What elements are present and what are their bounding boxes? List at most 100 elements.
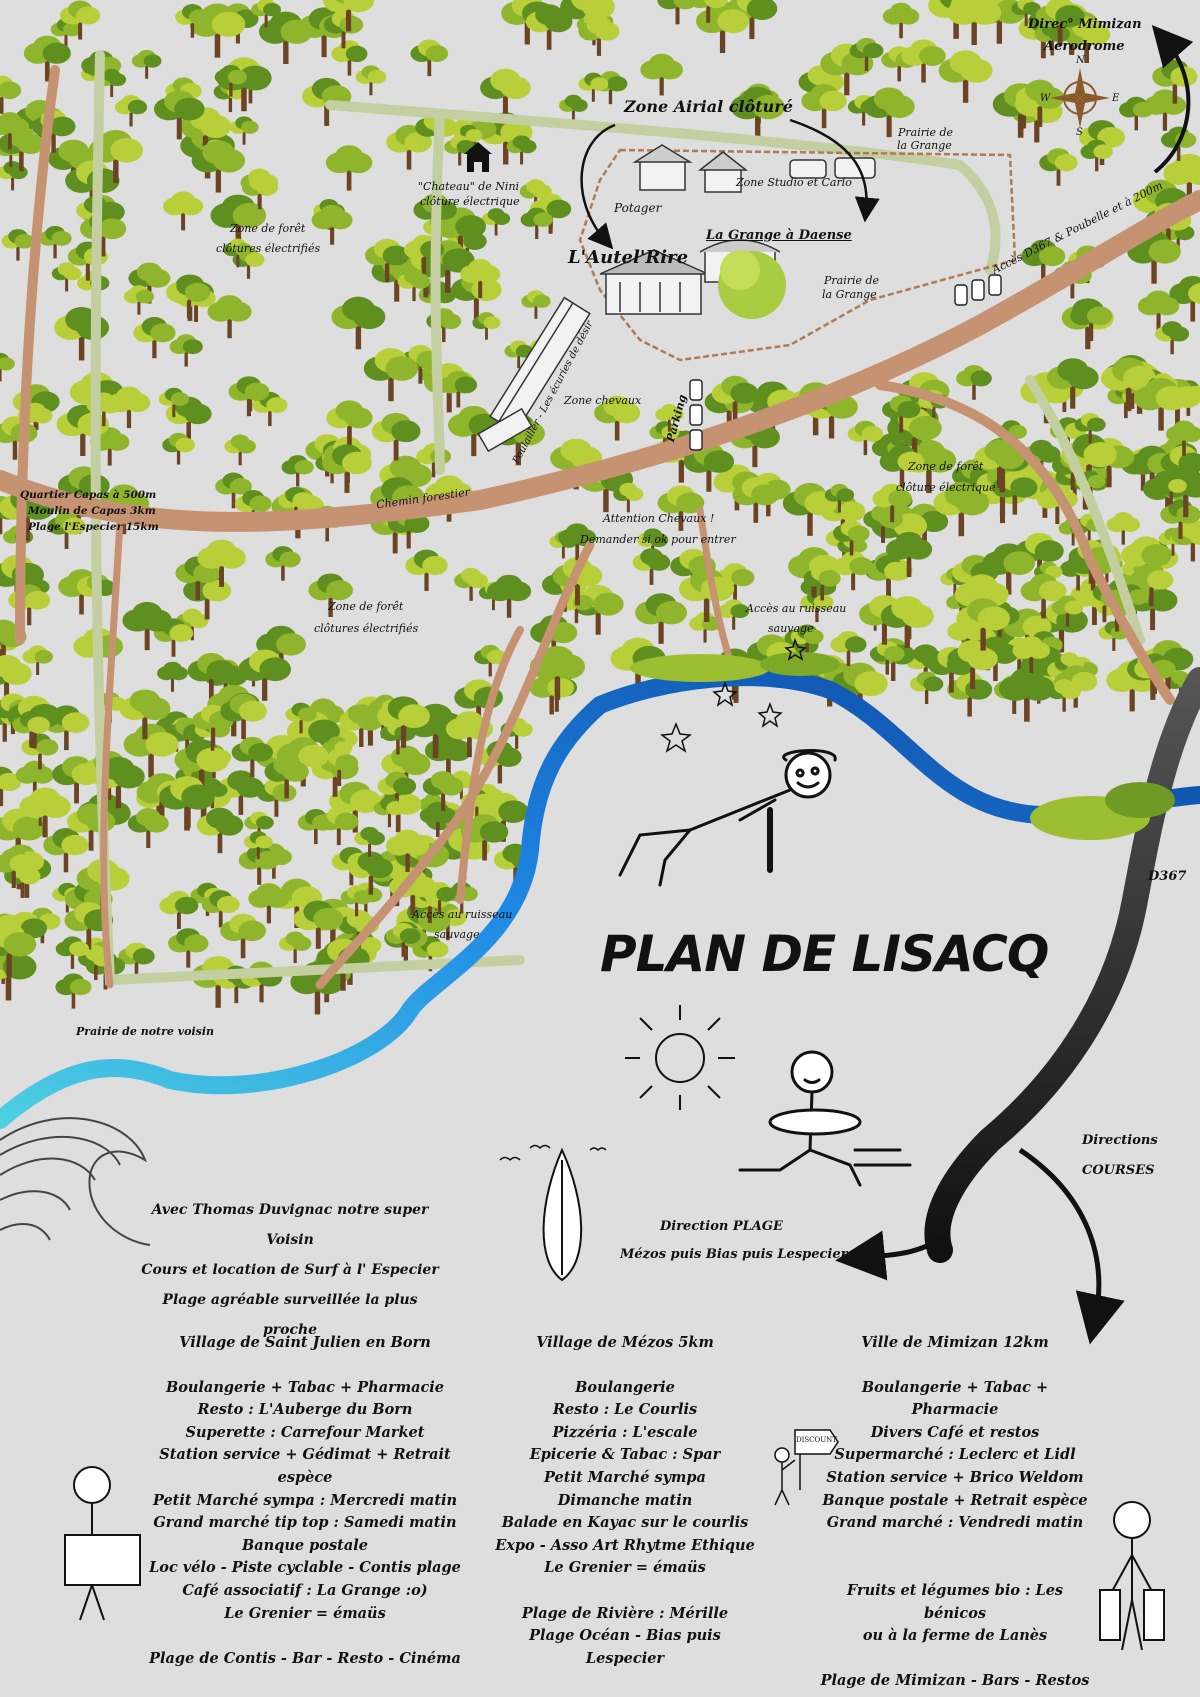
village-line: Expo - Asso Art Rhytme Ethique — [495, 1536, 755, 1554]
village-line: Banque postale — [242, 1536, 368, 1554]
village-line: Petit Marché sympa — [544, 1468, 706, 1486]
tree-icon — [460, 259, 501, 299]
tree-icon — [901, 39, 946, 83]
label-acces-ruisseau-2-a: Accès au ruisseau — [412, 908, 513, 921]
tree-icon — [1039, 148, 1078, 186]
village-column-saint-julien: Village de Saint Julien en Born Boulange… — [140, 1332, 470, 1670]
label-direction-plage-sub: Mézos puis Bias puis Lespecier — [620, 1247, 848, 1262]
shopping-woman-icon — [64, 1466, 141, 1621]
tree-icon — [131, 49, 162, 79]
tree-icon — [201, 890, 240, 928]
village-line: ou à la ferme de Lanès — [862, 1627, 1048, 1645]
tree-icon — [189, 3, 246, 58]
tree-icon — [123, 723, 179, 778]
tree-icon — [1020, 573, 1067, 619]
tree-icon — [192, 704, 234, 746]
tree-icon — [1035, 0, 1085, 46]
tree-icon — [422, 771, 464, 811]
tree-icon — [348, 851, 393, 895]
tree-icon — [487, 574, 532, 618]
birds-icon — [499, 1144, 607, 1162]
label-prairie-grange-mid-2: la Grange — [822, 288, 877, 301]
tree-icon — [782, 482, 838, 536]
tree-icon — [594, 395, 641, 441]
label-acces-ruisseau-1-b: sauvage — [768, 622, 814, 635]
label-prairie-grange-mid-1: Prairie de — [824, 274, 880, 287]
grange-tree-icon — [718, 250, 786, 319]
river-bushes — [630, 652, 1175, 840]
village-line: Grand marché : Vendredi matin — [826, 1514, 1084, 1532]
tree-icon — [196, 807, 244, 854]
tree-icon — [248, 883, 290, 924]
label-acces-ruisseau-1-a: Accès au ruisseau — [746, 602, 847, 615]
label-foret-elec-3-b: clôtures électrifiés — [314, 622, 419, 635]
label-aerodrome: Aerodrome — [1044, 39, 1125, 54]
tree-icon — [377, 696, 430, 748]
label-quartier-3: Plage l'Especier 15km — [28, 521, 159, 533]
label-zone-chevaux: Zone chevaux — [564, 394, 642, 407]
tree-icon — [880, 596, 934, 648]
tree-icon — [322, 444, 372, 493]
village-line: Epicerie & Tabac : Spar — [529, 1446, 721, 1464]
tree-icon — [243, 831, 273, 860]
compass-w: W — [1040, 93, 1051, 104]
tree-icon — [51, 262, 82, 292]
tree-icon — [163, 191, 204, 231]
surfboard-icon — [542, 1147, 583, 1282]
tree-icon — [715, 563, 755, 601]
tree-icon — [1074, 413, 1106, 444]
tree-icon — [264, 755, 309, 799]
tree-icon — [162, 432, 195, 465]
tree-icon — [550, 438, 603, 490]
village-line: Balade en Kayac sur le courlis — [501, 1514, 749, 1532]
page-title: PLAN DE LISACQ — [600, 925, 1049, 983]
tree-icon — [474, 644, 507, 677]
tree-icon — [210, 194, 267, 249]
tree-icon — [552, 557, 603, 606]
tree-icon — [154, 90, 205, 140]
tree-icon — [999, 667, 1055, 722]
tree-icon — [1119, 96, 1154, 131]
village-line: Divers Café et restos — [870, 1423, 1040, 1441]
label-foret-elec-1-b: clôtures électrifiés — [216, 242, 321, 255]
tree-icon — [241, 174, 278, 210]
tree-icon — [215, 472, 252, 509]
tree-icon — [0, 75, 22, 114]
village-line: Pizzéria : L'escale — [552, 1423, 698, 1441]
tree-icon — [833, 551, 874, 591]
label-d367: D367 — [1148, 869, 1187, 884]
tree-icon — [331, 296, 386, 350]
tree-icon — [1121, 536, 1172, 586]
lying-stickman-icon — [618, 749, 837, 887]
tree-icon — [0, 848, 35, 888]
courses-arrow — [1018, 1147, 1125, 1345]
tree-icon — [168, 928, 209, 968]
tree-icon — [118, 942, 155, 979]
compass-icon — [1050, 68, 1110, 128]
surf-info-line: Avec Thomas Duvignac notre super Voisin — [151, 1202, 429, 1248]
tree-icon — [1169, 275, 1200, 322]
tree-icon — [1163, 153, 1200, 205]
tree-icon — [278, 931, 312, 964]
tree-icon — [635, 593, 688, 644]
tree-icon — [1047, 679, 1081, 712]
surf-info: Avec Thomas Duvignac notre super Voisin … — [140, 1195, 440, 1345]
running-stickman-icon — [738, 1050, 912, 1187]
tree-icon — [1070, 300, 1113, 342]
tree-icon — [956, 364, 992, 400]
tree-icon — [879, 445, 925, 489]
village-line: Café associatif : La Grange :o) — [182, 1581, 428, 1599]
tree-icon — [373, 796, 406, 828]
parking-cars — [689, 274, 1002, 451]
label-autel-rire: L'Autel'Rire — [568, 247, 689, 268]
tree-icon — [277, 737, 329, 787]
tree-icon — [223, 238, 253, 268]
tree-icon — [12, 710, 50, 748]
village-line — [820, 1535, 1090, 1558]
village-line: Plage de Rivière : Mérille — [521, 1604, 729, 1622]
tree-icon — [229, 116, 259, 145]
village-line: Plage Océan - Bias puis Lespecier — [529, 1627, 721, 1667]
tree-icon — [22, 645, 53, 676]
tree-icon — [1015, 79, 1065, 127]
tree-icon — [1051, 595, 1084, 627]
